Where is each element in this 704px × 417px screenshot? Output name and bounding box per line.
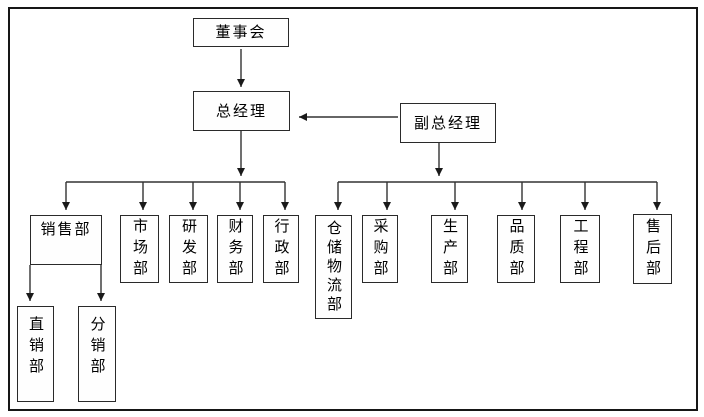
node-purchasing-dept: 采购部 xyxy=(362,215,398,283)
node-after-sales-dept: 售后部 xyxy=(633,214,672,284)
right-branch-drops xyxy=(334,182,661,210)
node-quality-dept: 品质部 xyxy=(497,215,535,283)
node-engineering-dept: 工程部 xyxy=(560,215,600,283)
sales-subdept-drops xyxy=(26,265,105,301)
chart-border-frame xyxy=(8,7,698,411)
node-production-dept: 生产部 xyxy=(431,215,468,283)
node-finance-dept: 财务部 xyxy=(217,215,253,283)
node-admin-dept: 行政部 xyxy=(263,215,299,283)
node-warehouse-logistics-dept: 仓储物流部 xyxy=(315,215,352,319)
node-board-of-directors: 董事会 xyxy=(193,18,289,47)
node-direct-sales-dept: 直销部 xyxy=(17,306,54,402)
node-deputy-general-manager: 副总经理 xyxy=(400,103,496,143)
node-marketing-dept: 市场部 xyxy=(120,215,159,283)
node-general-manager: 总经理 xyxy=(193,91,290,131)
node-rnd-dept: 研发部 xyxy=(169,215,208,283)
node-distribution-dept: 分销部 xyxy=(78,306,116,402)
node-sales-dept: 销售部 xyxy=(30,215,102,265)
left-branch-drops xyxy=(62,182,289,210)
